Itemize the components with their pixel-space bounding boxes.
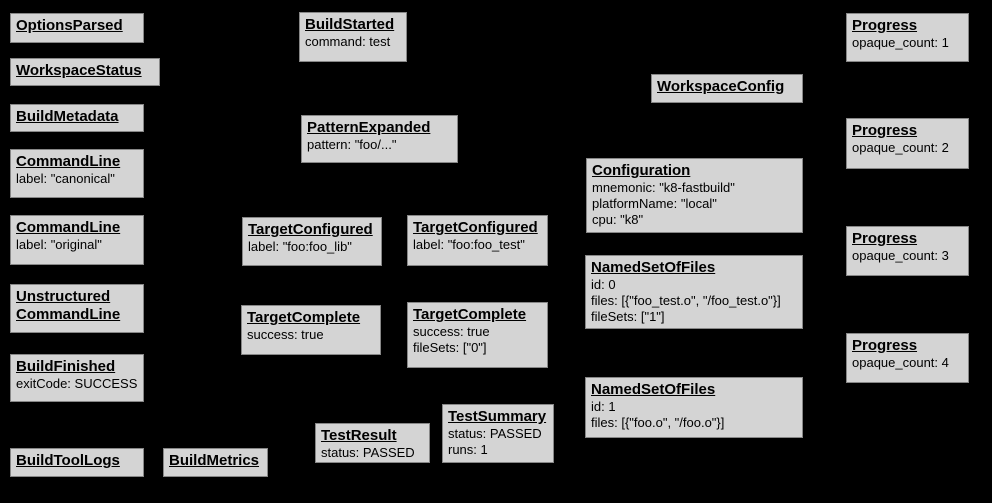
node-field: files: [{"foo_test.o", "/foo_test.o"}]	[591, 293, 781, 308]
node-title: NamedSetOfFiles	[591, 381, 716, 398]
node-title: NamedSetOfFiles	[591, 259, 716, 276]
node-field: opaque_count: 4	[852, 355, 949, 370]
node-field: success: true	[247, 327, 324, 342]
node-target-configured-foo-test: TargetConfigured label: "foo:foo_test"	[407, 215, 548, 266]
node-field: files: [{"foo.o", "/foo.o"}]	[591, 415, 725, 430]
node-workspace-config: WorkspaceConfig	[651, 74, 803, 103]
node-title: BuildMetadata	[16, 108, 119, 125]
node-progress-4: Progress opaque_count: 4	[846, 333, 969, 383]
node-title: TargetConfigured	[413, 219, 538, 236]
node-title: Progress	[852, 122, 918, 139]
node-progress-3: Progress opaque_count: 3	[846, 226, 969, 276]
node-field: mnemonic: "k8-fastbuild"	[592, 180, 735, 195]
node-progress-2: Progress opaque_count: 2	[846, 118, 969, 169]
node-title: OptionsParsed	[16, 17, 123, 34]
node-title: Progress	[852, 337, 918, 354]
node-title: Progress	[852, 230, 918, 247]
node-title: TargetComplete	[247, 309, 361, 326]
node-field: status: PASSED	[321, 445, 415, 460]
node-field: label: "foo:foo_lib"	[248, 239, 352, 254]
node-field: opaque_count: 3	[852, 248, 949, 263]
node-title: BuildStarted	[305, 16, 395, 33]
node-title: Configuration	[592, 162, 691, 179]
node-build-tool-logs: BuildToolLogs	[10, 448, 144, 477]
node-title: Unstructured	[16, 288, 111, 305]
node-target-complete-foo-lib: TargetComplete success: true	[241, 305, 381, 355]
node-configuration: Configuration mnemonic: "k8-fastbuild" p…	[586, 158, 803, 233]
node-title: TestResult	[321, 427, 397, 444]
node-progress-1: Progress opaque_count: 1	[846, 13, 969, 62]
node-title: BuildFinished	[16, 358, 116, 375]
node-title: BuildToolLogs	[16, 452, 120, 469]
node-title: WorkspaceStatus	[16, 62, 142, 79]
node-pattern-expanded: PatternExpanded pattern: "foo/..."	[301, 115, 458, 163]
node-named-set-of-files-1: NamedSetOfFiles id: 1 files: [{"foo.o", …	[585, 377, 803, 438]
node-command-line-canonical: CommandLine label: "canonical"	[10, 149, 144, 198]
node-title: TargetComplete	[413, 306, 527, 323]
node-build-metadata: BuildMetadata	[10, 104, 144, 132]
node-title: WorkspaceConfig	[657, 78, 785, 95]
node-field: opaque_count: 2	[852, 140, 949, 155]
node-field: label: "foo:foo_test"	[413, 237, 525, 252]
node-field: pattern: "foo/..."	[307, 137, 397, 152]
node-command-line-original: CommandLine label: "original"	[10, 215, 144, 265]
node-workspace-status: WorkspaceStatus	[10, 58, 160, 86]
node-build-started: BuildStarted command: test	[299, 12, 407, 62]
node-field: opaque_count: 1	[852, 35, 949, 50]
node-build-metrics: BuildMetrics	[163, 448, 268, 477]
node-field: fileSets: ["1"]	[591, 309, 665, 324]
node-build-finished: BuildFinished exitCode: SUCCESS	[10, 354, 144, 402]
node-title: CommandLine	[16, 306, 121, 323]
node-field: command: test	[305, 34, 391, 49]
node-unstructured-command-line: Unstructured CommandLine	[10, 284, 144, 333]
node-title: BuildMetrics	[169, 452, 260, 469]
node-title: CommandLine	[16, 153, 121, 170]
node-title: CommandLine	[16, 219, 121, 236]
node-field: cpu: "k8"	[592, 212, 644, 227]
node-field: success: true	[413, 324, 490, 339]
node-field: label: "canonical"	[16, 171, 115, 186]
node-test-result: TestResult status: PASSED	[315, 423, 430, 463]
node-field: platformName: "local"	[592, 196, 717, 211]
node-field: label: "original"	[16, 237, 102, 252]
node-target-complete-foo-test: TargetComplete success: true fileSets: […	[407, 302, 548, 368]
node-field: id: 1	[591, 399, 616, 414]
node-options-parsed: OptionsParsed	[10, 13, 144, 43]
node-field: exitCode: SUCCESS	[16, 376, 138, 391]
node-field: fileSets: ["0"]	[413, 340, 487, 355]
node-field: status: PASSED	[448, 426, 542, 441]
node-field: runs: 1	[448, 442, 488, 457]
node-test-summary: TestSummary status: PASSED runs: 1	[442, 404, 554, 463]
node-target-configured-foo-lib: TargetConfigured label: "foo:foo_lib"	[242, 217, 382, 266]
node-field: id: 0	[591, 277, 616, 292]
node-named-set-of-files-0: NamedSetOfFiles id: 0 files: [{"foo_test…	[585, 255, 803, 329]
node-title: Progress	[852, 17, 918, 34]
node-title: TargetConfigured	[248, 221, 373, 238]
node-title: TestSummary	[448, 408, 547, 425]
node-title: PatternExpanded	[307, 119, 431, 136]
